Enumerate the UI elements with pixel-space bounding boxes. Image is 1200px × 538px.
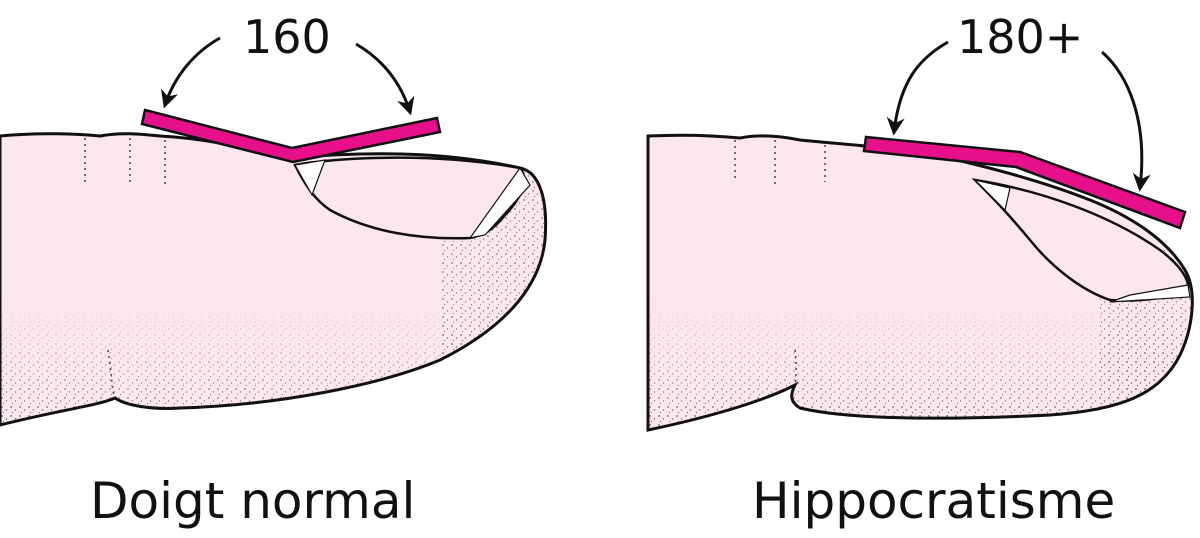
normal-angle-bar <box>140 108 442 164</box>
clubbed-finger-drawing <box>646 133 1194 432</box>
normal-caption: Doigt normal <box>90 472 416 530</box>
normal-angle-label: 160 <box>243 10 331 64</box>
clubbing-caption: Hippocratisme <box>752 472 1116 530</box>
left-arrow-icon <box>886 40 949 136</box>
clubbed-angle-bar <box>862 135 1187 230</box>
clubbing-angle-label: 180+ <box>957 10 1084 64</box>
left-arrow-icon <box>161 36 221 109</box>
normal-nail <box>293 156 526 240</box>
right-arrow-icon <box>355 42 415 116</box>
right-arrow-icon <box>1101 50 1151 192</box>
normal-finger-drawing <box>0 132 548 427</box>
